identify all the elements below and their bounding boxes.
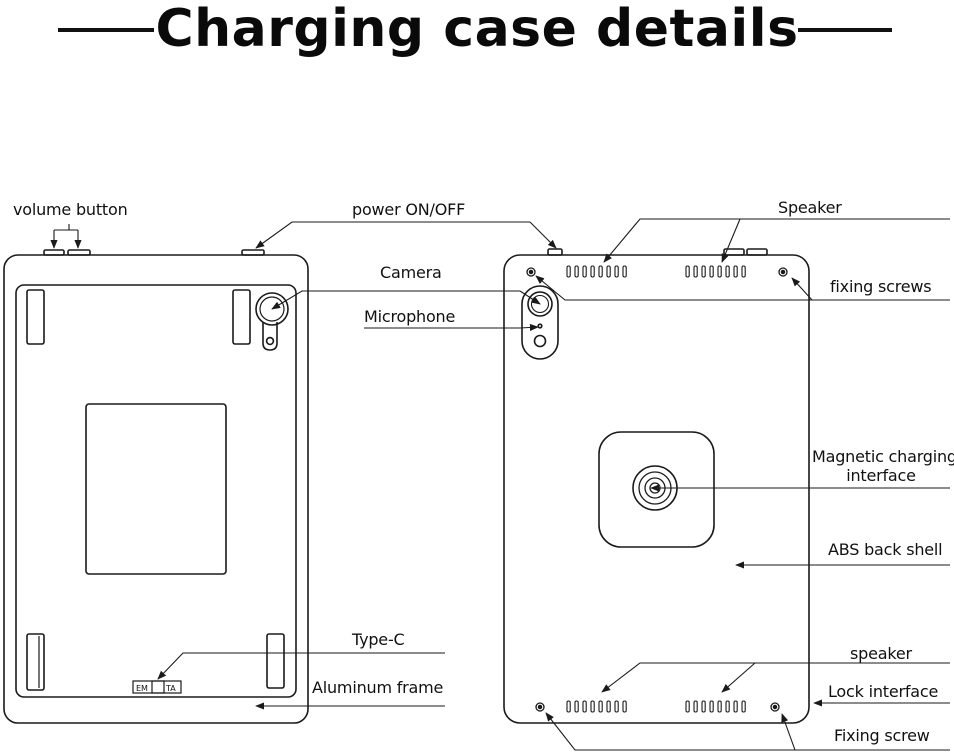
speaker-callout-1: [603, 218, 950, 263]
port-mark-em: EM: [136, 684, 148, 693]
speaker-slot: [590, 700, 595, 713]
speaker-grille: [566, 265, 627, 278]
speaker-slot: [725, 700, 730, 713]
speaker-slot: [598, 700, 603, 713]
power-callout-left: [255, 221, 530, 249]
speaker-slot: [574, 700, 579, 713]
speaker-bottom-callout-1: [601, 662, 950, 693]
speaker-slot: [590, 265, 595, 278]
screws: [526, 267, 788, 712]
fixing-screw-callout-left: [545, 712, 795, 751]
speaker-slot: [614, 700, 619, 713]
fixing-screw: [526, 267, 536, 277]
magnetic-charging-pad: [598, 431, 715, 548]
speaker-grille: [685, 265, 746, 278]
speaker-slot: [701, 700, 706, 713]
speaker-slot: [582, 265, 587, 278]
speaker-slot: [566, 700, 571, 713]
port-mark-ta: TA: [165, 684, 176, 693]
label-power: power ON/OFF: [352, 200, 466, 219]
speaker-grille: [566, 700, 627, 713]
speaker-grilles: [566, 265, 746, 713]
label-lock-interface: Lock interface: [828, 682, 939, 701]
speaker-slot: [709, 700, 714, 713]
camera-pill: [521, 285, 559, 360]
corner-clip: [26, 289, 45, 345]
label-speaker-bottom: speaker: [850, 644, 912, 663]
speaker-slot: [622, 700, 627, 713]
speaker-slot: [741, 700, 746, 713]
speaker-slot: [566, 265, 571, 278]
flash: [533, 334, 547, 348]
speaker-slot: [598, 265, 603, 278]
speaker-slot: [717, 700, 722, 713]
speaker-slot: [701, 265, 706, 278]
page-title: Charging case details: [155, 0, 799, 59]
camera-lens: [255, 292, 289, 326]
fixing-screw: [778, 267, 788, 277]
inner-frame: [15, 284, 297, 698]
abs-back-shell: [503, 254, 810, 724]
microphone-callout: [364, 323, 539, 332]
speaker-slot: [685, 700, 690, 713]
type-c-callout: [157, 652, 445, 680]
microphone-hole: [537, 323, 543, 329]
label-camera: Camera: [380, 263, 442, 282]
microphone-hole: [265, 336, 275, 346]
label-type-c: Type-C: [352, 630, 405, 649]
label-fixing-screws: fixing screws: [830, 277, 932, 296]
label-aluminum-frame: Aluminum frame: [312, 678, 444, 697]
label-volume-button: volume button: [13, 200, 128, 219]
fixing-screws-callout-left: [535, 275, 812, 301]
front-device: [3, 249, 309, 724]
label-magnetic-line1: Magnetic charging: [812, 447, 954, 466]
corner-clip: [26, 633, 45, 691]
camera-callout-right: [519, 290, 541, 305]
callout-lines: [50, 218, 950, 751]
speaker-slot: [606, 700, 611, 713]
fixing-screw: [535, 702, 545, 712]
camera-lens: [527, 291, 553, 317]
speaker-slot: [717, 265, 722, 278]
speaker-slot: [685, 265, 690, 278]
speaker-slot: [693, 265, 698, 278]
speaker-slot: [693, 700, 698, 713]
speaker-slot: [582, 700, 587, 713]
center-window: [85, 403, 227, 575]
speaker-slot: [741, 265, 746, 278]
speaker-slot: [574, 265, 579, 278]
side-button: [746, 248, 768, 256]
label-abs-back-shell: ABS back shell: [828, 540, 943, 559]
speaker-grille: [685, 700, 746, 713]
fixing-screw: [770, 702, 780, 712]
label-magnetic-line2: interface: [846, 466, 916, 485]
camera-housing: [262, 322, 278, 351]
label-speaker-top: Speaker: [778, 198, 842, 217]
corner-clip: [266, 633, 285, 689]
speaker-callout-2: [721, 218, 741, 263]
speaker-slot: [733, 265, 738, 278]
label-fixing-screw: Fixing screw: [834, 726, 930, 745]
speaker-slot: [606, 265, 611, 278]
power-callout-right: [529, 221, 557, 249]
corner-clip: [232, 289, 251, 345]
speaker-slot: [725, 265, 730, 278]
aluminum-frame: [3, 254, 309, 724]
speaker-slot: [709, 265, 714, 278]
speaker-slot: [733, 700, 738, 713]
speaker-slot: [614, 265, 619, 278]
camera-callout-left: [271, 290, 520, 310]
speaker-slot: [622, 265, 627, 278]
back-device: [503, 248, 810, 724]
label-microphone: Microphone: [364, 307, 456, 326]
speaker-bottom-callout-2: [721, 662, 756, 693]
power-button: [547, 248, 563, 256]
